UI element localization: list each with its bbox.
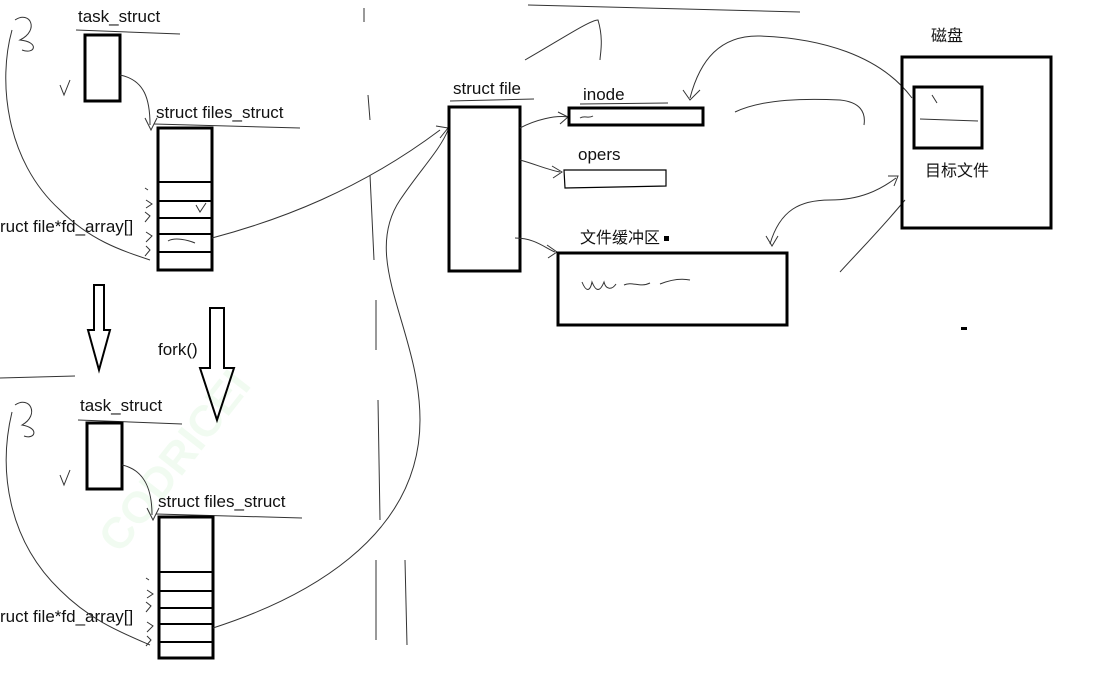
fd-array-label-bottom: ruct file*fd_array[] — [0, 607, 133, 626]
fd-slot-0-bottom — [158, 571, 214, 592]
watermark: CODRICEI — [89, 361, 260, 561]
opers-label: opers — [578, 145, 621, 164]
arrow-task-to-files-top — [119, 74, 151, 126]
struct-file-box — [447, 105, 522, 273]
link-bottom-fd-to-file — [212, 129, 449, 629]
struct-file-label: struct file — [453, 79, 521, 98]
buffer-content — [581, 278, 691, 290]
task-struct-label-bottom: task_struct — [80, 396, 162, 415]
divider — [363, 8, 408, 646]
buffer-label: 文件缓冲区 — [580, 228, 660, 247]
inode-label: inode — [583, 85, 625, 104]
inode-box — [567, 106, 705, 127]
link-top-fd-to-file — [211, 129, 441, 239]
task-struct-box-bottom — [85, 421, 124, 491]
fd-array-label-top: ruct file*fd_array[] — [0, 217, 133, 236]
arrow-task-to-files-bottom — [121, 464, 153, 516]
fd-slot-2-bottom — [158, 607, 214, 625]
files-struct-box-bottom — [157, 515, 215, 660]
down-arrow-fork — [198, 307, 236, 424]
link-buffer-disk — [769, 177, 897, 245]
files-struct-label-bottom: struct files_struct — [158, 492, 286, 511]
disk-box — [900, 55, 1053, 230]
link-inode-disk — [689, 35, 913, 99]
fd-index-marks-top — [144, 187, 153, 257]
fd-index-marks-bottom — [145, 577, 154, 647]
down-arrow-left — [86, 284, 112, 374]
target-file-box — [912, 85, 984, 150]
task-struct-box-top — [83, 33, 122, 103]
files-struct-label-top: struct files_struct — [156, 103, 284, 122]
target-file-label: 目标文件 — [925, 161, 989, 180]
fd-slot-1-top — [157, 200, 213, 219]
disk-group: 磁盘 目标文件 — [900, 26, 1053, 230]
opers-box — [563, 169, 667, 189]
fd-slot-2-top — [157, 217, 213, 235]
underline — [75, 29, 181, 35]
stray-mark — [961, 327, 967, 330]
struct-file-group: struct file — [447, 79, 569, 273]
fd-slot-3-top — [157, 233, 213, 253]
top-process: task_struct struct files_struct ruct fil… — [0, 7, 301, 272]
files-struct-box-top — [156, 126, 214, 272]
buffer-box — [556, 251, 789, 327]
bottom-process: task_struct struct files_struct ruct fil… — [0, 375, 303, 660]
disk-label: 磁盘 — [931, 26, 963, 45]
fork-label: fork() — [158, 340, 198, 359]
fd-slot-0-top — [157, 181, 213, 202]
task-struct-label-top: task_struct — [78, 7, 160, 26]
fd-slot-3-bottom — [158, 623, 214, 643]
fd-slot-1-bottom — [158, 590, 214, 609]
